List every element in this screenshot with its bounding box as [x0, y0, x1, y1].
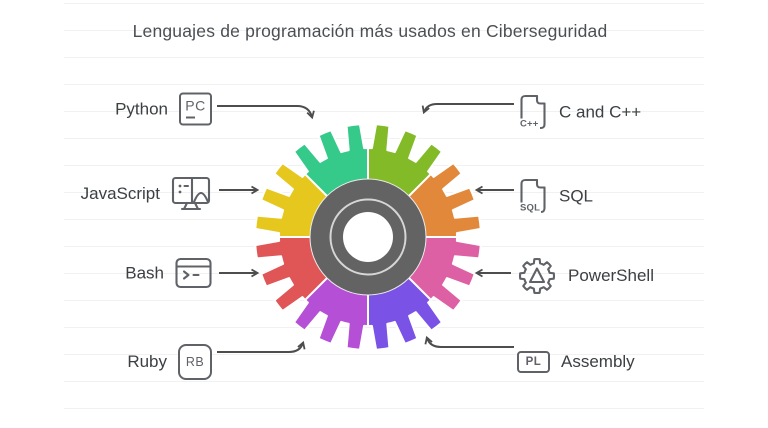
arrow-assembly-to-gear	[424, 335, 514, 348]
pc-editor-icon-text: PC	[185, 97, 206, 114]
cpp-file-icon: C++	[517, 94, 548, 131]
pc-editor-icon: PC	[179, 92, 212, 126]
list-item-python: Python PC	[115, 92, 212, 126]
hub-hole	[343, 212, 393, 262]
assembly-label: Assembly	[561, 352, 635, 371]
arrow-ruby-to-gear	[217, 340, 306, 353]
sql-file-icon: SQL	[517, 178, 548, 215]
pl-badge-icon: PL	[517, 351, 550, 373]
rb-badge-icon-text: RB	[185, 355, 205, 369]
gear-hub	[309, 178, 427, 296]
list-item-bash: Bash	[125, 257, 212, 289]
list-item-sql: SQL SQL	[517, 178, 593, 215]
cpp-label: C and C++	[559, 102, 642, 121]
list-item-assembly: PL Assembly	[517, 351, 635, 373]
bash-label: Bash	[125, 263, 164, 282]
arrow-cpp-to-gear	[421, 103, 514, 115]
python-label: Python	[115, 99, 168, 118]
sql-file-icon-text: SQL	[519, 202, 542, 214]
list-item-powershell: PowerShell	[517, 256, 654, 296]
cpp-file-icon-text: C++	[519, 118, 540, 130]
page-title: Lenguajes de programación más usados en …	[132, 21, 608, 41]
gear-icon	[517, 256, 557, 296]
monitor-icon	[171, 176, 212, 212]
list-item-cpp: C++ C and C++	[517, 94, 641, 131]
list-item-javascript: JavaScript	[81, 176, 212, 212]
powershell-label: PowerShell	[568, 266, 654, 285]
ruby-label: Ruby	[127, 352, 167, 371]
arrow-python-to-gear	[217, 105, 315, 120]
pl-badge-icon-text: PL	[525, 356, 542, 368]
sql-label: SQL	[559, 186, 594, 205]
rb-badge-icon: RB	[178, 344, 212, 380]
list-item-ruby: Ruby RB	[127, 344, 212, 380]
javascript-label: JavaScript	[80, 184, 160, 203]
hub-ring	[329, 198, 407, 276]
pc-editor-icon-cursor	[186, 116, 195, 119]
terminal-icon	[175, 257, 212, 289]
